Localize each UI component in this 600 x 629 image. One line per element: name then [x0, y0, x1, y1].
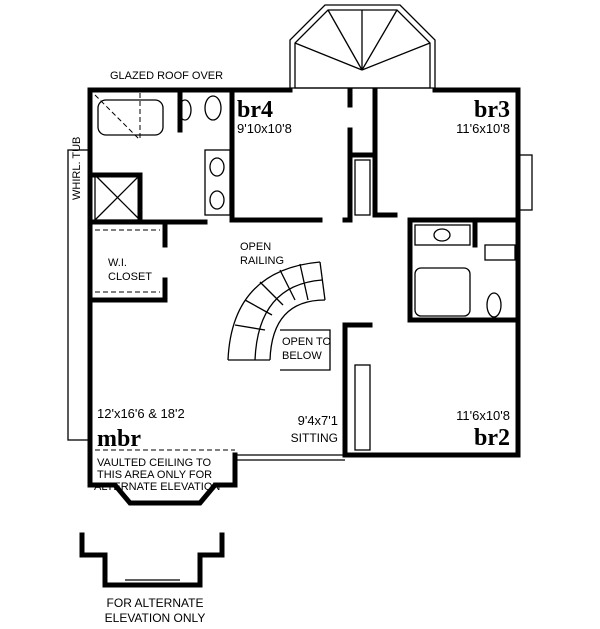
br4-size: 9'10x10'8	[237, 121, 292, 136]
br4-name: br4	[237, 97, 273, 123]
vaulted-label-2: THIS AREA ONLY FOR	[97, 469, 212, 481]
br3-name: br3	[474, 97, 510, 123]
mbr-name: mbr	[97, 426, 141, 452]
mbr-size: 12'x16'6 & 18'2	[97, 406, 185, 421]
vaulted-label-3: ALTERNATE ELEVATION	[94, 481, 220, 493]
br3-size: 11'6x10'8	[456, 121, 510, 136]
alternate-label-1: FOR ALTERNATE	[107, 596, 204, 610]
bath-fixtures	[94, 93, 516, 318]
glazed-roof-label: GLAZED ROOF OVER	[110, 70, 223, 82]
sitting-name: SITTING	[291, 431, 338, 445]
alternate-label-2: ELEVATION ONLY	[105, 611, 206, 625]
curved-stair	[227, 261, 331, 371]
open-below-label-1: OPEN TO	[282, 336, 332, 348]
exterior-walls	[67, 87, 533, 506]
alternate-elevation-bay	[79, 532, 225, 588]
closets	[95, 159, 371, 451]
whirl-tub-label: WHIRL. TUB	[71, 137, 83, 200]
interior-walls	[87, 87, 521, 458]
br2-size: 11'6x10'8	[456, 408, 510, 423]
br2-name: br2	[474, 425, 510, 451]
bay-window	[289, 4, 436, 89]
closet-label-2: CLOSET	[108, 271, 152, 283]
open-below-label-2: BELOW	[282, 350, 322, 362]
closet-label-1: W.I.	[108, 257, 127, 269]
open-railing-label-1: OPEN	[240, 241, 271, 253]
open-railing-label-2: RAILING	[240, 255, 284, 267]
vaulted-label-1: VAULTED CEILING TO	[97, 457, 212, 469]
sitting-size: 9'4x7'1	[298, 413, 338, 428]
